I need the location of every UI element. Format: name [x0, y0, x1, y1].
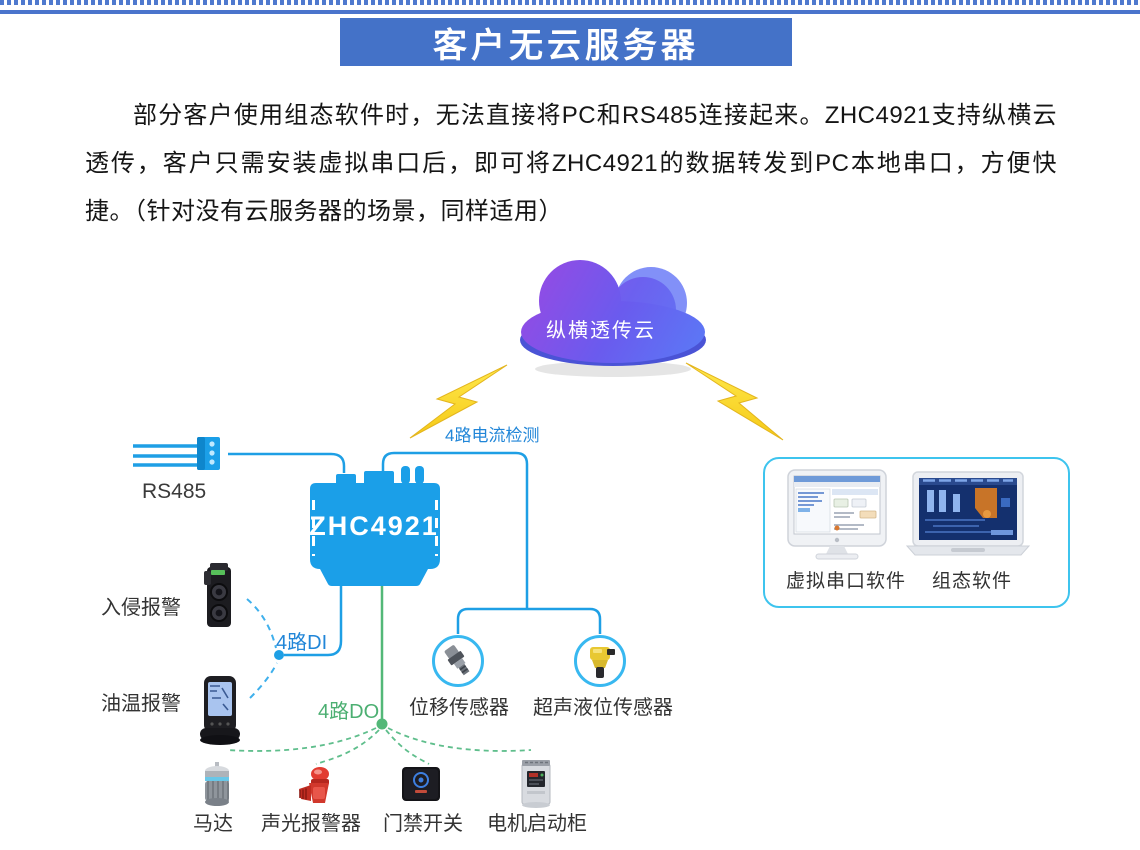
ultrasonic-sensor-badge	[574, 635, 626, 687]
rs485-to-gateway-line	[228, 452, 346, 473]
di-dashed-lower	[249, 662, 278, 699]
oil-temperature-monitor-icon	[200, 676, 240, 745]
page-title-banner: 客户无云服务器	[340, 18, 792, 66]
desktop-pc-icon	[787, 469, 887, 560]
intro-paragraph: 部分客户使用组态软件时，无法直接将PC和RS485连接起来。ZHC4921支持纵…	[85, 102, 1057, 225]
laptop-icon	[905, 471, 1031, 556]
top-stripe-border	[0, 0, 1140, 5]
intrusion-alarm-label: 入侵报警	[101, 597, 181, 619]
do-label: 4路DO	[318, 701, 380, 723]
siren-icon	[299, 767, 329, 803]
gateway-label: ZHC4921	[309, 511, 439, 541]
lightning-bolt-right-icon	[685, 362, 784, 441]
scada-software-label: 组态软件	[931, 571, 1012, 592]
sensor-bracket-line	[456, 607, 602, 634]
di-label: 4路DI	[276, 632, 328, 654]
oil-temp-alarm-label: 油温报警	[101, 693, 181, 715]
motor-starter-cabinet-icon	[521, 760, 551, 808]
door-switch-label: 门禁开关	[383, 813, 463, 835]
page-title: 客户无云服务器	[433, 26, 699, 65]
displacement-sensor-icon	[444, 645, 470, 676]
di-dashed-upper	[246, 598, 277, 649]
di-line	[284, 586, 343, 657]
cloud-icon	[520, 260, 706, 366]
starter-cabinet-label: 电机启动柜	[487, 813, 587, 835]
do-dashed-lines	[226, 727, 532, 765]
displacement-sensor-badge	[432, 635, 484, 687]
current-feed-line	[381, 451, 529, 609]
door-access-switch-icon	[402, 767, 440, 801]
siren-label: 声光报警器	[261, 813, 361, 835]
motor-label: 马达	[193, 813, 233, 835]
infrared-beam-sensor-icon	[204, 563, 231, 627]
virtual-serial-software-label: 虚拟串口软件	[785, 571, 906, 592]
ultrasonic-level-sensor-icon	[590, 647, 615, 678]
rs485-wires	[133, 444, 198, 467]
displacement-sensor-label: 位移传感器	[409, 697, 509, 719]
do-node-dot	[376, 718, 388, 730]
cloud-label: 纵横透传云	[546, 320, 656, 342]
rs485-terminal-icon	[197, 437, 220, 470]
di-node-dot	[274, 650, 284, 660]
top-blue-rule	[0, 10, 1140, 14]
current-detect-label: 4路电流检测	[445, 426, 540, 445]
rs485-label: RS485	[142, 480, 207, 503]
lightning-bolt-left-icon	[409, 364, 508, 439]
motor-icon	[205, 762, 229, 806]
ultrasonic-sensor-label: 超声液位传感器	[533, 697, 673, 719]
gateway-device-icon	[310, 466, 440, 586]
